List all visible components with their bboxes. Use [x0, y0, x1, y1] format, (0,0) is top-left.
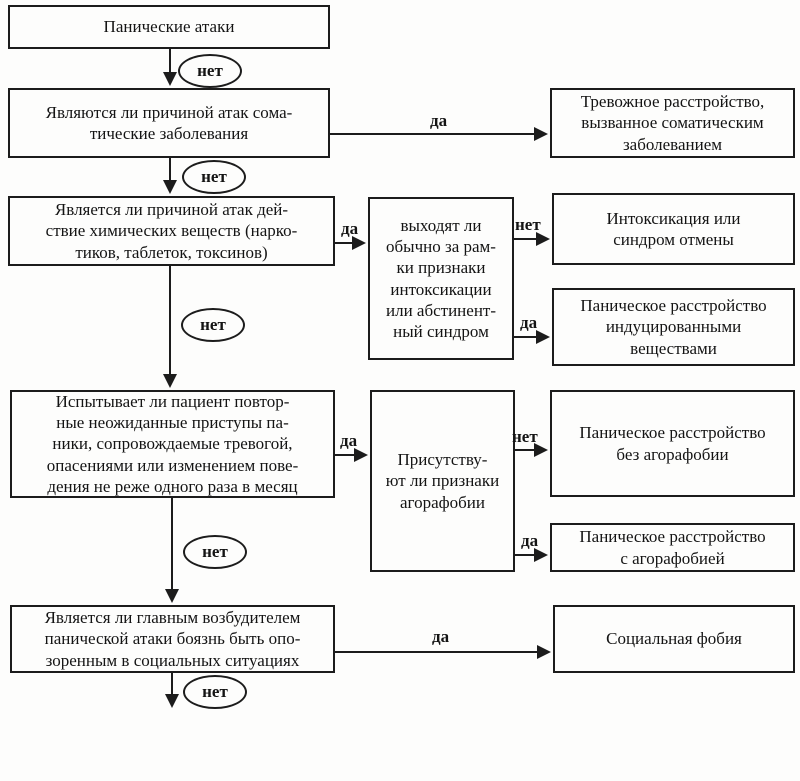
node-diagnosis-substance-induced-panic: Паническое расстройство индуцированными … — [552, 288, 795, 366]
edge-label-yes: да — [340, 431, 358, 450]
node-question-chemical-cause: Является ли причиной атак дей- ствие хим… — [8, 196, 335, 266]
node-question-social-fear: Является ли главным возбудителем паничес… — [10, 605, 335, 673]
node-panic-attacks: Панические атаки — [8, 5, 330, 49]
node-question-somatic-cause: Являются ли причиной атак сома- тические… — [8, 88, 330, 158]
node-diagnosis-intoxication-withdrawal: Интоксикация или синдром отмены — [552, 193, 795, 265]
edge-label-yes: да — [520, 313, 538, 332]
no-label-oval: нет — [182, 160, 246, 194]
edge-label-yes: да — [521, 531, 539, 550]
no-label-oval: нет — [183, 535, 247, 569]
edge-label-yes: да — [341, 219, 359, 238]
edge-label-yes: да — [430, 111, 448, 130]
node-diagnosis-anxiety-somatic: Тревожное расстройство, вызванное сомати… — [550, 88, 795, 158]
edge-label-yes: да — [432, 627, 450, 646]
node-question-recurrent-attacks: Испытывает ли пациент повтор- ные неожид… — [10, 390, 335, 498]
edge-label-no: нет — [512, 427, 538, 446]
node-question-intoxication-limits: выходят ли обычно за рам- ки признаки ин… — [368, 197, 514, 360]
node-question-agoraphobia-signs: Присутству- ют ли признаки агорафобии — [370, 390, 515, 572]
node-diagnosis-social-phobia: Социальная фобия — [553, 605, 795, 673]
node-diagnosis-panic-with-agoraphobia: Паническое расстройство с агорафобией — [550, 523, 795, 572]
no-label-oval: нет — [178, 54, 242, 88]
edge-label-no: нет — [515, 215, 541, 234]
no-label-oval: нет — [183, 675, 247, 709]
no-label-oval: нет — [181, 308, 245, 342]
node-diagnosis-panic-without-agoraphobia: Паническое расстройство без агорафобии — [550, 390, 795, 497]
